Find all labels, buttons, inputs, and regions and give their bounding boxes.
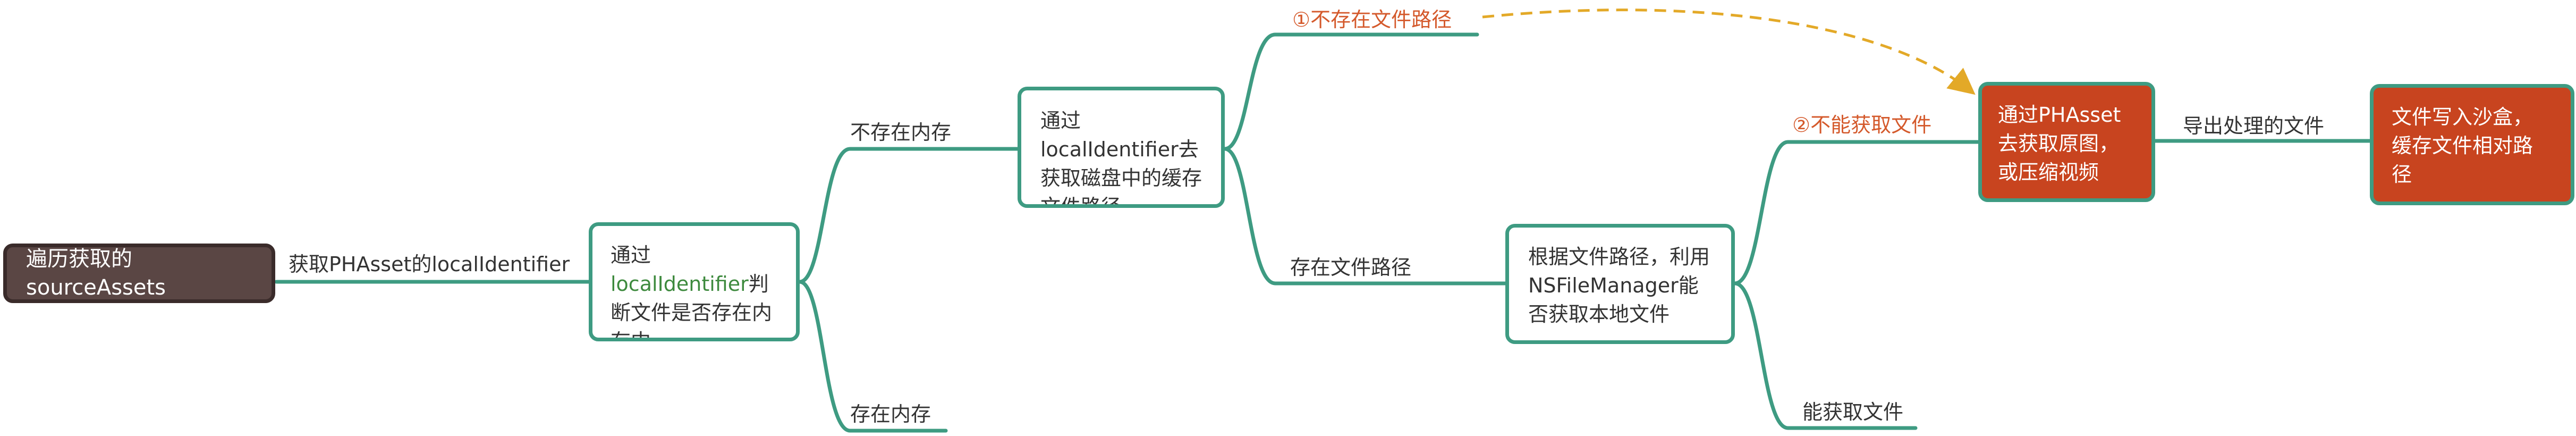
root-node-text: 遍历获取的sourceAssets <box>26 247 166 300</box>
edge-line-in-memory <box>798 280 948 433</box>
edge-label-can-get: 能获取文件 <box>1802 400 1904 424</box>
node-write-sandbox-text: 文件写入沙盒，缓存文件相对路径 <box>2392 105 2533 186</box>
node-write-sandbox[interactable]: 文件写入沙盒，缓存文件相对路径 <box>2370 84 2574 205</box>
edge-line-no-path <box>1223 32 1479 151</box>
edge-line-can-get <box>1733 281 1918 430</box>
dashed-arrow <box>1482 9 1976 95</box>
edge-line-not-in-memory <box>798 147 1020 284</box>
node-phasset-text: 通过PHAsset去获取原图，或压缩视频 <box>1998 103 2121 184</box>
node-check-memory-highlight: localIdentifier <box>611 272 749 296</box>
edge-label-in-memory: 存在内存 <box>850 403 931 426</box>
node-phasset[interactable]: 通过PHAsset去获取原图，或压缩视频 <box>1978 82 2155 202</box>
edge-label-not-in-memory: 不存在内存 <box>850 121 952 144</box>
node-check-memory-prefix: 通过 <box>611 244 651 267</box>
edge-label-root: 获取PHAsset的localIdentifier <box>289 253 570 276</box>
edge-line-has-path <box>1223 147 1507 286</box>
edge-label-has-path: 存在文件路径 <box>1290 256 1412 279</box>
node-filemanager-text: 根据文件路径，利用NSFileManager能否获取本地文件 <box>1528 245 1710 326</box>
root-node[interactable]: 遍历获取的sourceAssets <box>3 244 275 303</box>
node-check-memory[interactable]: 通过 localIdentifier判断文件是否存在内存中 <box>589 222 800 341</box>
node-disk-path[interactable]: 通过localIdentifier去获取磁盘中的缓存文件路径 <box>1018 87 1225 208</box>
node-check-memory-rest: 判断文件是否存在内存中 <box>611 272 773 341</box>
edge-label-export: 导出处理的文件 <box>2183 114 2325 138</box>
edge-label-no-path: ①不存在文件路径 <box>1292 8 1452 31</box>
edge-label-cannot-get: ②不能获取文件 <box>1792 113 1932 137</box>
node-disk-path-text: 通过localIdentifier去获取磁盘中的缓存文件路径 <box>1040 109 1202 208</box>
node-filemanager[interactable]: 根据文件路径，利用NSFileManager能否获取本地文件 <box>1505 224 1735 344</box>
edge-line-cannot-get <box>1733 140 1980 286</box>
